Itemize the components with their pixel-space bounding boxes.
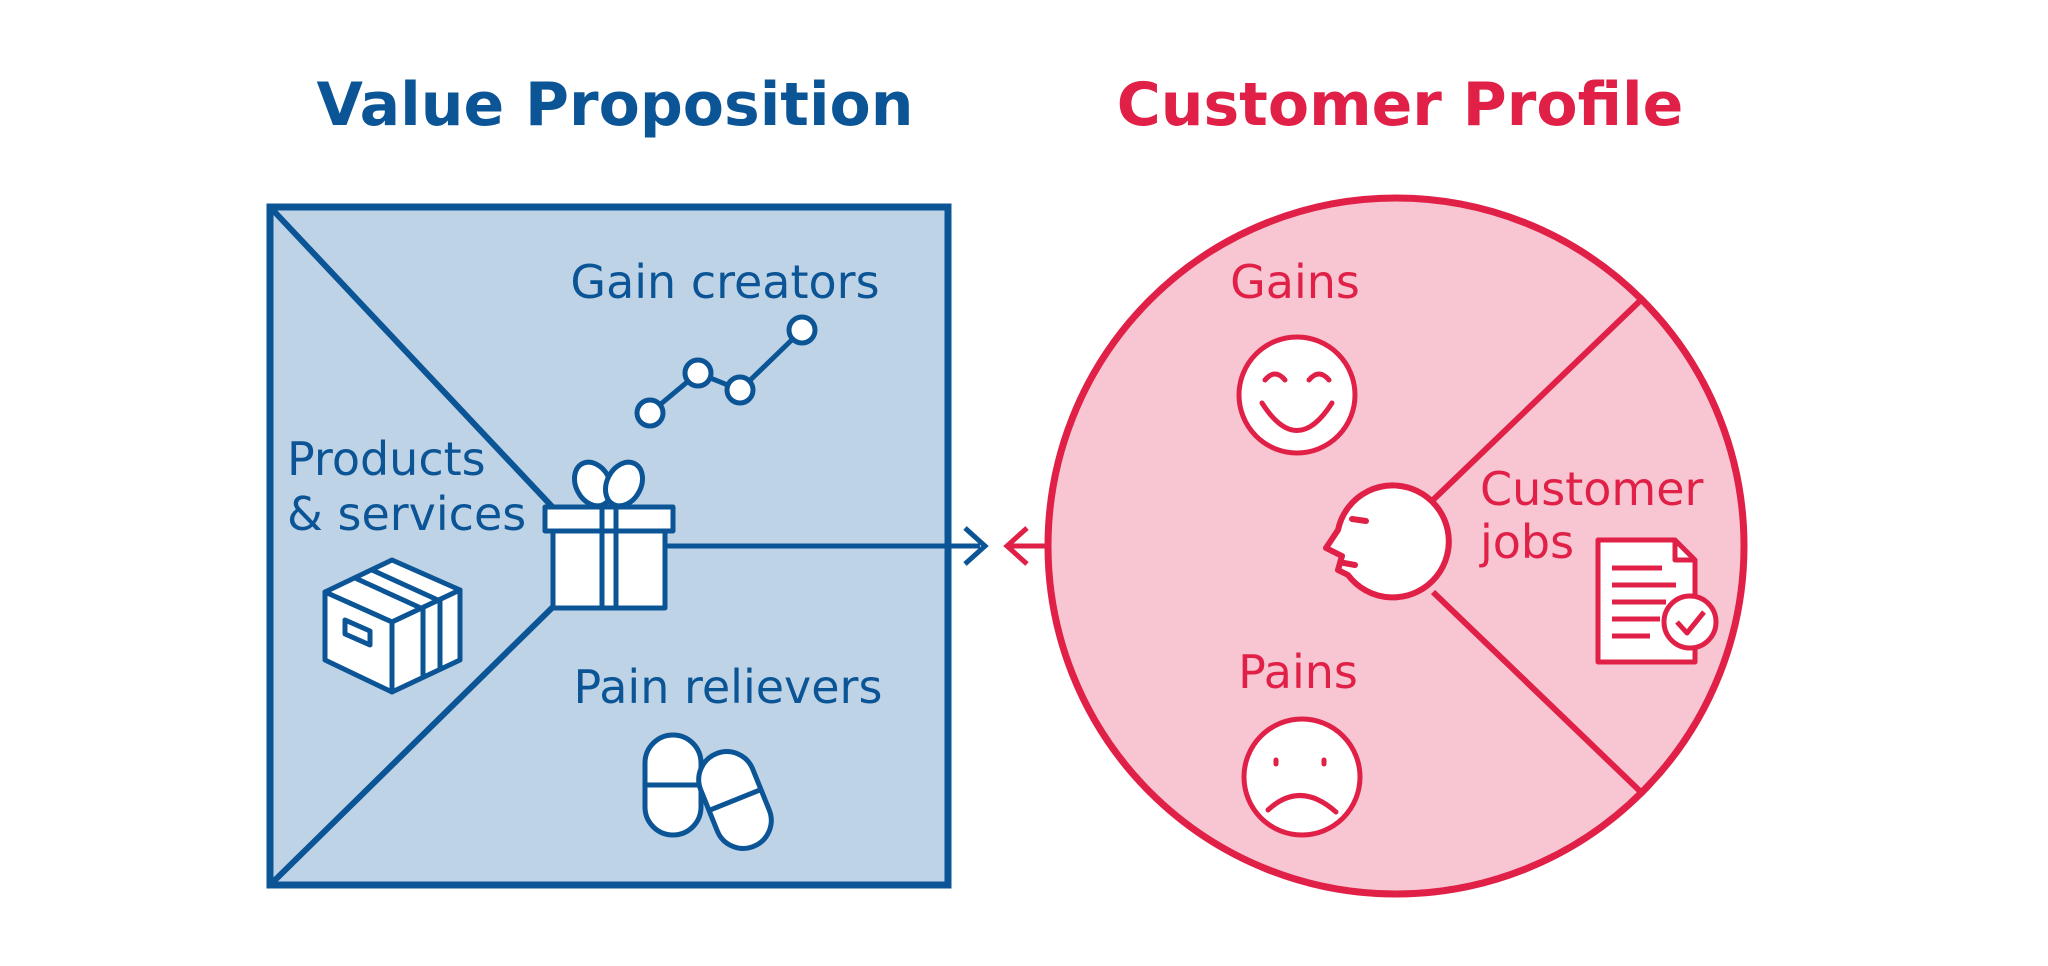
smiley-face-icon [1236, 334, 1358, 456]
pains-label: Pains [1238, 645, 1358, 699]
customer-profile-title: Customer Profile [1117, 70, 1684, 140]
pain-relievers-label: Pain relievers [574, 660, 883, 714]
customer-jobs-line-1: Customer [1480, 462, 1704, 516]
customer-profile-map: Gains Customer jobs Pains [1044, 194, 1748, 898]
gains-label: Gains [1230, 255, 1360, 309]
customer-jobs-label: Customer jobs [1479, 462, 1718, 569]
products-services-line-1: Products [287, 432, 486, 486]
sad-face-icon [1241, 716, 1363, 838]
value-proposition-title: Value Proposition [317, 70, 914, 140]
value-map-divider-upper [267, 204, 563, 518]
box-icon [322, 557, 463, 695]
gift-icon [542, 459, 676, 611]
customer-head-icon [1323, 482, 1452, 601]
value-map-divider-lower [267, 597, 563, 888]
document-check-icon [1595, 537, 1719, 665]
gain-creators-label: Gain creators [570, 255, 879, 309]
products-services-label: Products & services [287, 432, 526, 541]
line-chart-icon [634, 314, 818, 429]
customer-divider-upper [1430, 294, 1647, 503]
pills-icon [642, 732, 774, 851]
customer-jobs-line-2: jobs [1479, 515, 1574, 569]
products-services-line-2: & services [287, 487, 526, 541]
customer-divider-lower [1430, 589, 1647, 798]
